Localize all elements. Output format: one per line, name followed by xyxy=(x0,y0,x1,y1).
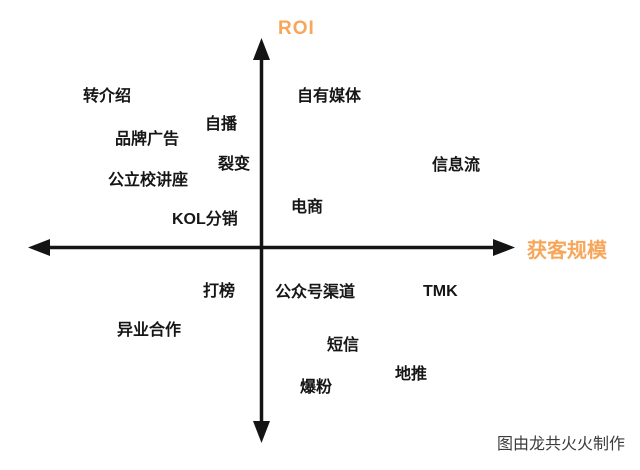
diagram-item: KOL分销 xyxy=(172,211,238,228)
diagram-item: 爆粉 xyxy=(300,379,333,396)
diagram-item: 裂变 xyxy=(218,156,251,173)
diagram-item: TMK xyxy=(423,283,458,300)
diagram-item: 自播 xyxy=(205,116,238,133)
diagram-item: 短信 xyxy=(327,337,360,354)
diagram-item: 品牌广告 xyxy=(115,131,180,148)
diagram-item: 公众号渠道 xyxy=(275,284,356,301)
arrowhead-down-icon xyxy=(253,421,270,443)
diagram-item: 转介绍 xyxy=(83,88,132,105)
arrowhead-left-icon xyxy=(28,239,50,256)
diagram-item: 地推 xyxy=(395,366,428,383)
diagram-item: 公立校讲座 xyxy=(108,172,189,189)
diagram-item: 异业合作 xyxy=(117,322,182,339)
diagram-item: 打榜 xyxy=(203,283,236,300)
x-axis-label: 获客规模 xyxy=(527,240,607,262)
diagram-item: 电商 xyxy=(291,199,324,216)
y-axis-label: ROI xyxy=(278,18,315,39)
diagram-item: 信息流 xyxy=(432,157,481,174)
diagram-item: 自有媒体 xyxy=(297,88,362,105)
arrowhead-up-icon xyxy=(253,38,270,60)
arrowhead-right-icon xyxy=(493,239,515,256)
attribution-text: 图由龙共火火制作 xyxy=(497,436,626,453)
